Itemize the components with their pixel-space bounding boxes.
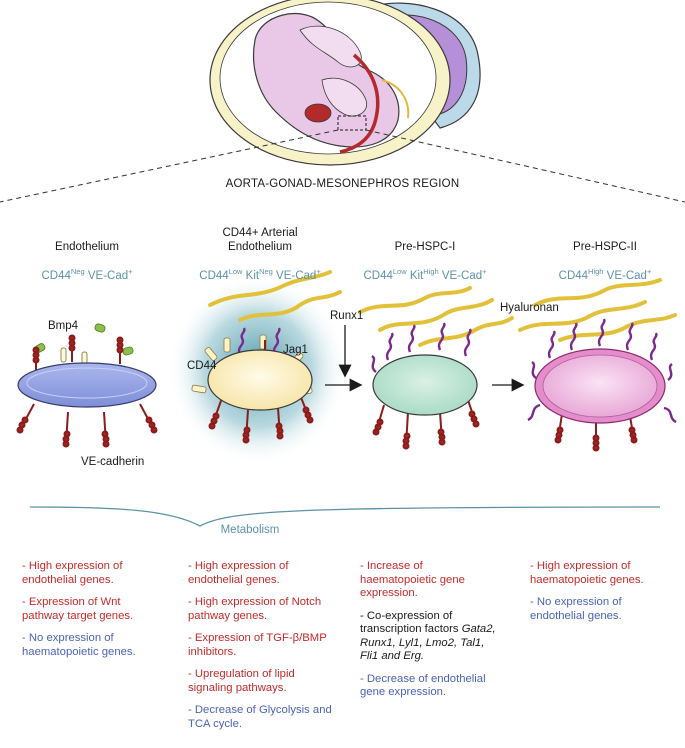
marker-pre-hspc-i: CD44Low KitHigh VE-Cad+ (340, 267, 510, 282)
region-label: AORTA-GONAD-MESONEPHROS REGION (225, 178, 460, 190)
stage-title-line: CD44+ Arterial (222, 227, 298, 239)
ve-cadherin-receptors (372, 399, 480, 450)
marker-arterial-endothelium: CD44Low KitNeg VE-Cad+ (175, 267, 345, 282)
note-item: - High expression of haematopoietic gene… (530, 560, 670, 587)
notes-arterial-endothelium: - High expression of endothelial genes. -… (188, 560, 336, 740)
note-text: - High expression of Notch pathway genes… (188, 596, 322, 622)
note-text: - High expression of endothelial genes. (22, 560, 123, 586)
bmp4-label: Bmp4 (48, 320, 79, 332)
stage-title-pre-hspc-ii: Pre-HSPC-II (525, 240, 685, 254)
metabolism-bracket (29, 506, 661, 527)
note-text: - Decrease of endothelial gene expressio… (360, 672, 486, 699)
cd44-proteins (371, 322, 472, 373)
pre-hspc-ii-cell (518, 278, 677, 452)
cd44-proteins (527, 318, 677, 424)
note-text: - Increase of haematopoietic gene expres… (360, 560, 465, 599)
marker-superscript: High (423, 267, 439, 276)
hyaluronan-label: Hyaluronan (500, 302, 559, 314)
arterial-endothelium-cell (168, 270, 348, 465)
notes-endothelium: - High expression of endothelial genes. -… (22, 560, 162, 668)
cd44-label: CD44 (187, 360, 217, 372)
marker-text: Kit (242, 270, 260, 282)
marker-superscript: + (316, 267, 321, 276)
note-text: - Expression of TGF-β/BMP inhibitors. (188, 632, 327, 658)
notes-pre-hspc-i: - Increase of haematopoietic gene expres… (360, 560, 500, 709)
hyaluronan-fibers (518, 278, 677, 342)
notes-pre-hspc-ii: - High expression of haematopoietic gene… (530, 560, 670, 632)
note-item: - Decrease of endothelial gene expressio… (360, 673, 500, 700)
note-item: - Co-expression of transcription factors… (360, 610, 500, 664)
marker-superscript: + (128, 267, 133, 276)
marker-superscript: High (588, 267, 604, 276)
note-item: - Upregulation of lipid signaling pathwa… (188, 668, 336, 695)
note-item: - High expression of endothelial genes. (22, 560, 162, 587)
note-text: - Upregulation of lipid signaling pathwa… (188, 668, 295, 694)
marker-text: CD44 (41, 270, 71, 282)
note-text: - Co-expression of transcription factors (360, 609, 462, 636)
note-text: - Expression of Wnt pathway target genes… (22, 596, 134, 622)
stage-title-pre-hspc-i: Pre-HSPC-I (345, 240, 505, 254)
note-item: - Decrease of Glycolysis and TCA cycle. (188, 704, 336, 731)
stage-title-line: Endothelium (228, 241, 292, 253)
note-text: - No expression of endothelial genes. (530, 596, 622, 622)
note-item: - No expression of haematopoietic genes. (22, 632, 162, 659)
marker-superscript: Neg (259, 267, 273, 276)
stage-title-line: Pre-HSPC-II (573, 241, 637, 253)
pre-hspc-i-cell (358, 286, 514, 450)
stage-title-endothelium: Endothelium (7, 240, 167, 254)
runx1-label: Runx1 (330, 310, 364, 322)
stage-title-line: Endothelium (55, 241, 119, 253)
zoom-line-right (365, 129, 685, 203)
zoom-line-left (0, 129, 339, 203)
marker-superscript: Low (392, 267, 407, 276)
note-text: - High expression of endothelial genes. (188, 560, 289, 586)
note-text: - No expression of haematopoietic genes. (22, 632, 136, 658)
marker-endothelium: CD44Neg VE-Cad+ (2, 267, 172, 282)
endothelium-cell (16, 323, 158, 448)
marker-superscript: + (646, 267, 652, 276)
note-item: - High expression of endothelial genes. (188, 560, 336, 587)
marker-text: VE-Cad (603, 270, 647, 282)
note-item: - Expression of TGF-β/BMP inhibitors. (188, 632, 336, 659)
bmp4-receptors (60, 347, 88, 365)
hyaluronan-fibers (358, 286, 514, 347)
stage-title-line: Pre-HSPC-I (394, 241, 456, 253)
marker-superscript: Neg (70, 267, 85, 276)
note-item: - Increase of haematopoietic gene expres… (360, 560, 500, 601)
jag1-label: Jag1 (283, 344, 308, 356)
marker-text: CD44 (199, 270, 229, 282)
embryo-illustration (209, 0, 481, 166)
ve-cadherin-receptors (208, 340, 314, 444)
note-item: - Expression of Wnt pathway target genes… (22, 596, 162, 623)
ve-cadherin-receptors (554, 413, 638, 452)
note-text: - High expression of haematopoietic gene… (530, 560, 644, 586)
marker-text: VE-Cad (438, 270, 483, 282)
marker-text: VE-Cad (272, 270, 317, 282)
cd44-proteins (237, 327, 281, 356)
ve-cadherin-label: VE-cadherin (81, 456, 145, 468)
note-item: - No expression of endothelial genes. (530, 596, 670, 623)
marker-text: CD44 (558, 270, 589, 282)
marker-pre-hspc-ii: CD44High VE-Cad+ (520, 267, 685, 282)
note-item: - High expression of Notch pathway genes… (188, 596, 336, 623)
marker-text: Kit (406, 270, 424, 282)
marker-text: VE-Cad (84, 270, 129, 282)
metabolism-label: Metabolism (220, 524, 280, 536)
marker-text: CD44 (363, 270, 393, 282)
note-text: - Decrease of Glycolysis and TCA cycle. (188, 704, 332, 730)
marker-superscript: Low (228, 267, 243, 276)
marker-superscript: + (482, 267, 487, 276)
hyaluronan-fibers (208, 270, 342, 322)
ve-cadherin-receptors (16, 334, 158, 448)
note-gene-names: Gata2, Runx1, Lyl1, Lmo2, Tal1, Fli1 and… (360, 623, 496, 662)
